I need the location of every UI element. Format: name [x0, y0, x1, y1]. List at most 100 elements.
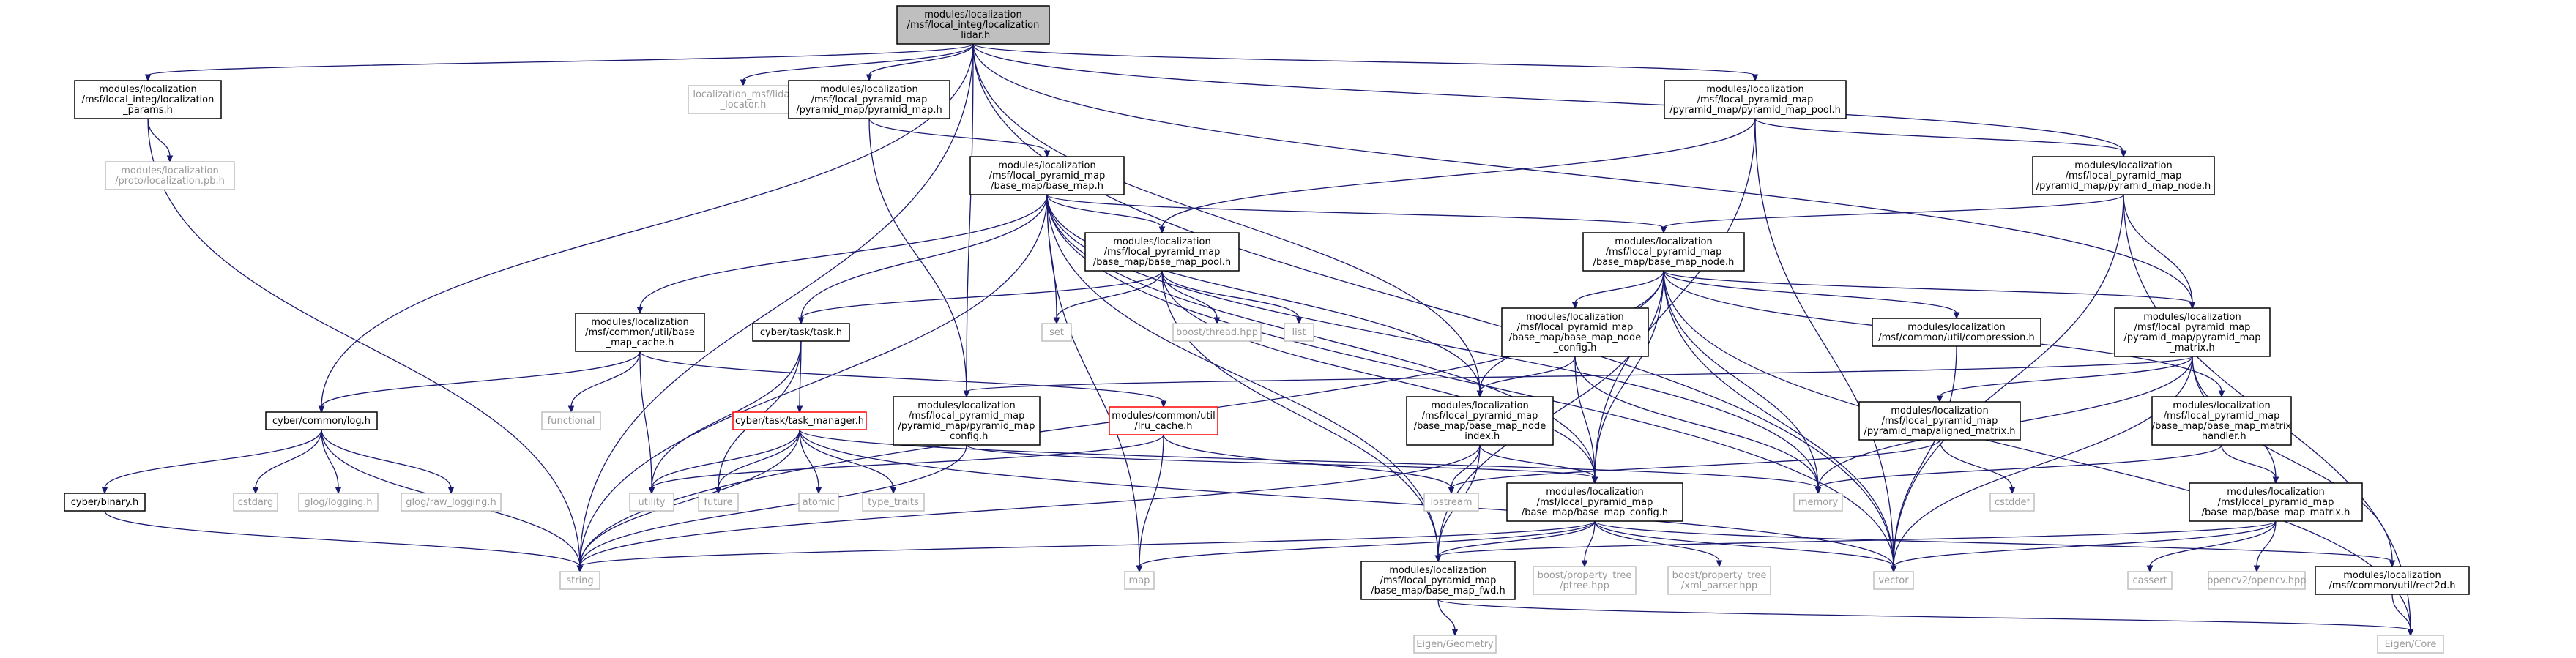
node-pyramid_map_matrix[interactable]: modules/localization/msf/local_pyramid_m… — [2114, 307, 2271, 357]
node-pyramid_map_node[interactable]: modules/localization/msf/local_pyramid_m… — [2032, 156, 2215, 195]
node-label-line: /msf/local_pyramid_map — [1517, 322, 1634, 333]
node-root[interactable]: modules/localization/msf/local_integ/loc… — [896, 5, 1050, 45]
edge-line — [1479, 356, 1576, 392]
edge-base_map_matrix-to-cassert — [2146, 520, 2277, 573]
node-base_map_pool[interactable]: modules/localization/msf/local_pyramid_m… — [1084, 232, 1240, 272]
edge-line — [1479, 444, 1596, 479]
node-label-line: /msf/local_pyramid_map — [1606, 247, 1722, 258]
edge-arrowhead — [2253, 565, 2260, 573]
edge-line — [1161, 270, 1300, 319]
edge-arrowhead — [576, 565, 584, 573]
node-map: map — [1124, 571, 1155, 590]
edge-base_map-to-base_map_node — [1046, 194, 1667, 234]
node-base_map_node[interactable]: modules/localization/msf/local_pyramid_m… — [1582, 232, 1745, 272]
edge-arrowhead — [1158, 226, 1166, 234]
node-box — [1041, 323, 1072, 342]
edge-pyramid_map_pool-to-pyramid_map_node — [1754, 118, 2127, 158]
edge-rect2d-to-eigen_core — [2391, 594, 2414, 637]
edge-line — [321, 429, 339, 489]
edge-line — [1754, 118, 2124, 152]
node-lru_cache[interactable]: modules/common/util/lru_cache.h — [1109, 406, 1218, 435]
edge-pyramid_map_matrix-to-pyramid_map_config — [963, 356, 2193, 398]
node-pyramid_map_pool[interactable]: modules/localization/msf/local_pyramid_m… — [1664, 80, 1847, 119]
node-label-line: modules/localization — [2343, 570, 2441, 581]
node-label-line: /msf/local_pyramid_map — [2066, 171, 2182, 182]
node-label-line: cassert — [2132, 575, 2167, 586]
edge-task_manager-to-type_traits — [799, 429, 897, 495]
node-task[interactable]: cyber/task/task.h — [752, 323, 850, 342]
edge-base_map-to-base_map_pool — [1046, 194, 1166, 234]
node-label-line: boost/thread.hpp — [1176, 327, 1258, 338]
node-label-line: /msf/local_pyramid_map — [1882, 416, 1998, 427]
edge-line — [1594, 520, 1894, 567]
node-params[interactable]: modules/localization/msf/local_integ/loc… — [74, 80, 222, 119]
node-base_map_node_config[interactable]: modules/localization/msf/local_pyramid_m… — [1501, 307, 1649, 357]
node-label-line: modules/localization — [1891, 405, 1988, 416]
node-base_map_node_index[interactable]: modules/localization/msf/local_pyramid_m… — [1406, 396, 1554, 446]
edge-line — [868, 118, 1048, 152]
edge-pyramid_map-to-base_map — [868, 118, 1051, 158]
node-box — [1172, 323, 1262, 342]
node-box — [1360, 561, 1516, 600]
edge-aligned_matrix-to-cstddef — [1939, 439, 2016, 495]
edge-arrowhead — [1434, 555, 1442, 563]
node-box — [1406, 396, 1554, 446]
node-base_map_fwd[interactable]: modules/localization/msf/local_pyramid_m… — [1360, 561, 1516, 600]
node-label-line: modules/localization — [2143, 312, 2241, 323]
node-label-line: /msf/local_pyramid_map — [1697, 94, 1814, 105]
node-label-line: /msf/local_pyramid_map — [811, 94, 928, 105]
node-log[interactable]: cyber/common/log.h — [265, 411, 378, 430]
node-box — [2377, 635, 2444, 654]
node-label-line: cstddef — [1995, 497, 2030, 508]
node-pyramid_map[interactable]: modules/localization/msf/local_pyramid_m… — [788, 80, 950, 119]
edge-root-to-lidar_locator — [740, 43, 974, 87]
node-box — [1501, 307, 1649, 357]
node-binary[interactable]: cyber/binary.h — [64, 493, 146, 512]
edge-arrowhead — [2389, 560, 2396, 568]
edge-arrowhead — [866, 74, 873, 82]
node-label-line: cyber/common/log.h — [272, 416, 371, 427]
node-label-line: _locator.h — [720, 100, 767, 111]
node-label-line: /pyramid_map/pyramid_map — [2123, 332, 2260, 343]
node-base_map[interactable]: modules/localization/msf/local_pyramid_m… — [969, 156, 1125, 195]
node-box — [1872, 318, 2041, 347]
edge-line — [1046, 194, 1664, 228]
node-box — [2189, 482, 2363, 522]
node-rect2d[interactable]: modules/localization/msf/common/util/rec… — [2315, 566, 2470, 595]
edge-line — [2391, 594, 2411, 631]
node-box — [233, 493, 278, 512]
edge-arrowhead — [2218, 390, 2225, 398]
edge-base_map_fwd-to-eigen_core — [1437, 599, 2414, 637]
node-base_map_matrix[interactable]: modules/localization/msf/local_pyramid_m… — [2189, 482, 2363, 522]
edge-base_map_config-to-vector — [1594, 520, 1897, 573]
node-label-line: /base_map/base_map.h — [991, 181, 1103, 192]
edge-arrowhead — [1814, 487, 1822, 495]
node-task_manager[interactable]: cyber/task/task_manager.h — [732, 411, 867, 430]
node-glog_logging: glog/logging.h — [298, 493, 379, 512]
edge-base_map_pool-to-boost_thread — [1161, 270, 1221, 325]
edge-pyramid_map_node-to-pyramid_map_matrix — [2123, 194, 2196, 310]
node-memory: memory — [1793, 493, 1843, 512]
node-label-line: modules/localization — [2227, 487, 2324, 498]
edge-base_map_node_index-to-base_map_config — [1479, 444, 1598, 485]
edge-arrowhead — [2272, 476, 2279, 485]
edge-line — [1437, 599, 2411, 631]
edge-line — [1046, 194, 1596, 479]
node-vector: vector — [1873, 571, 1914, 590]
node-label-line: /msf/local_pyramid_map — [1422, 411, 1538, 422]
node-glog_raw_logging: glog/raw_logging.h — [401, 493, 502, 512]
node-box — [1423, 493, 1479, 512]
node-base_map_cache[interactable]: modules/localization/msf/common/util/bas… — [575, 313, 705, 352]
node-pyramid_map_config[interactable]: modules/localization/msf/local_pyramid_m… — [893, 396, 1041, 446]
edge-line — [651, 340, 802, 489]
node-base_map_matrix_handler[interactable]: modules/localization/msf/local_pyramid_m… — [2151, 396, 2292, 446]
node-aligned_matrix[interactable]: modules/localization/msf/local_pyramid_m… — [1858, 401, 2021, 441]
node-box — [752, 323, 850, 342]
node-base_map_config[interactable]: modules/localization/msf/local_pyramid_m… — [1506, 482, 1683, 522]
edge-arrowhead — [166, 155, 174, 163]
node-box — [2114, 307, 2271, 357]
node-label-line: type_traits — [868, 497, 919, 508]
edge-line — [1594, 520, 1720, 562]
edge-params-to-proto — [147, 118, 174, 163]
node-compression[interactable]: modules/localization/msf/common/util/com… — [1872, 318, 2041, 347]
